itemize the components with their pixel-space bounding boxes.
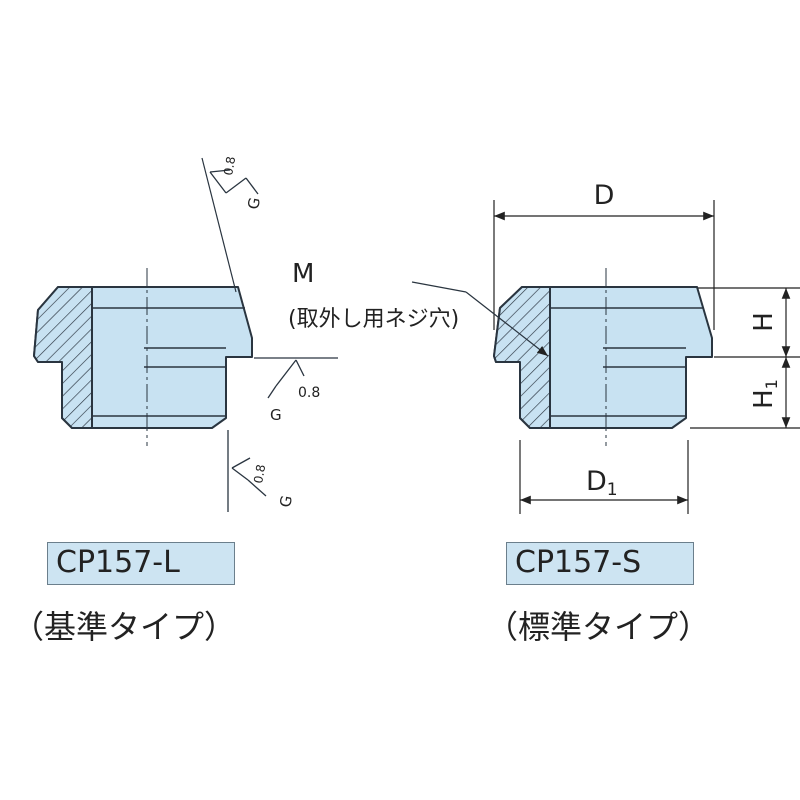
roughness-label-1: 0.8: [221, 155, 238, 176]
model-label-cp157-l: CP157-L: [47, 542, 235, 585]
dimension-h1-label: H1: [749, 379, 781, 409]
dimension-d1: [519, 440, 689, 514]
dimension-d: [493, 200, 715, 330]
surface-symbol-bottom-left: [227, 430, 267, 512]
left-leader-line: [201, 157, 237, 293]
left-hatch-section: [33, 286, 93, 429]
part-cp157-s-drawing: [493, 268, 713, 446]
model-name: CP157-L: [56, 545, 180, 580]
roughness-label-2: 0.8: [298, 385, 320, 401]
roughness-label-3: 0.8: [251, 463, 268, 484]
surface-symbol-mid-left: [254, 357, 338, 399]
dimension-h: [690, 287, 800, 429]
thread-m-label: M: [292, 259, 314, 289]
model-name: CP157-S: [515, 545, 642, 580]
surface-symbol-top-left: [209, 169, 259, 195]
g-label-2: G: [270, 406, 282, 424]
g-label-3: G: [276, 494, 296, 509]
type-label-standard-base: （基準タイプ）: [12, 608, 237, 646]
dimension-d-label: D: [594, 180, 615, 211]
thread-leader-line: [411, 281, 467, 293]
g-label-1: G: [244, 196, 264, 211]
part-cp157-l-drawing: [33, 268, 253, 446]
model-label-cp157-s: CP157-S: [506, 542, 694, 585]
dimension-d1-label: D1: [586, 466, 618, 500]
dimension-h-label: H: [749, 312, 779, 332]
thread-note-label: (取外し用ネジ穴): [288, 307, 459, 332]
right-hatch-section: [493, 286, 551, 429]
type-label-standard: （標準タイプ）: [486, 608, 711, 646]
